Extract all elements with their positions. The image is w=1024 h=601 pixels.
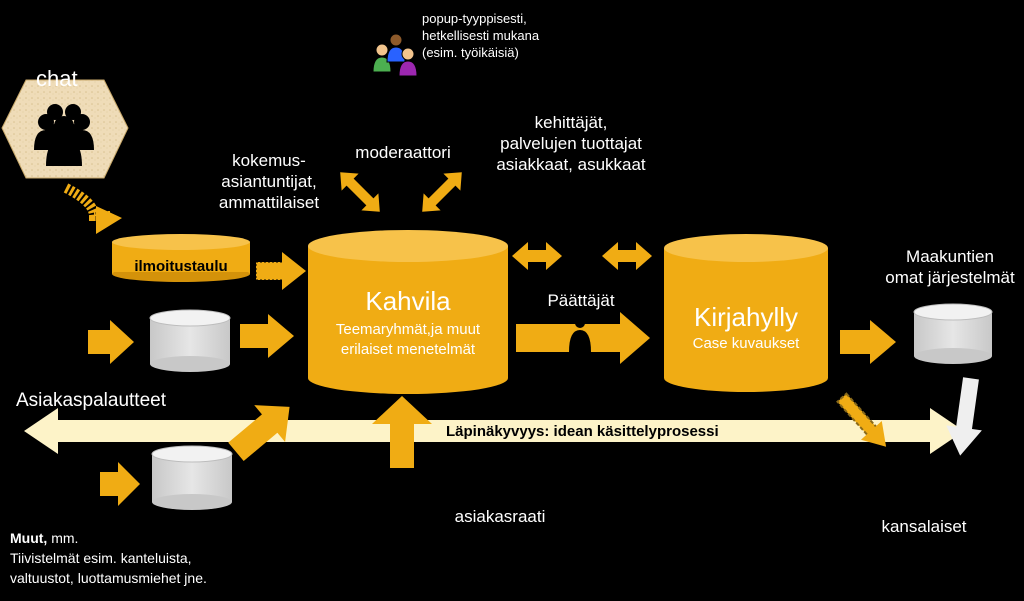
lapinakyvyys-arrow (24, 408, 964, 454)
person-icon (569, 318, 591, 352)
chat-hexagon (1, 79, 129, 179)
kehittajat-line3: asiakkaat, asukkaat (496, 155, 646, 174)
popup-label: popup-tyyppisesti, hetkellisesti mukana … (422, 10, 539, 61)
paattajat-label: Päättäjät (547, 291, 615, 310)
maakunnat-to-kansalaiset-arrow (946, 377, 982, 456)
gray-cylinder-left (149, 309, 231, 372)
kehittajat-line1: kehittäjät, (534, 113, 608, 132)
kirjahylly-cylinder (664, 234, 828, 392)
asiakaspalautteet-label: Asiakaspalautteet (16, 390, 166, 411)
kehittajat-line2: palvelujen tuottajat (500, 134, 642, 153)
kokemus-line2: asiantuntijat, (221, 172, 317, 191)
kehittajat-label: kehittäjät, palvelujen tuottajat asiakka… (478, 112, 664, 175)
bottom-to-kahvila-arrow (228, 405, 290, 462)
chat-label: chat (36, 66, 78, 91)
kirjahylly-title: Kirjahylly (693, 302, 799, 332)
kahvila-subtitle-1: Teemaryhmät,ja muut (335, 321, 481, 338)
kirjahylly-to-maakunnat-arrow (840, 320, 896, 364)
maakuntien-label: Maakuntien omat järjestelmät (880, 246, 1020, 288)
ilmoitustaulu-to-kahvila-arrow (255, 252, 306, 290)
muut-bold: Muut, (10, 530, 48, 546)
kirjahylly-subtitle: Case kuvaukset (692, 335, 800, 352)
muut-label: Muut, mm. Tiivistelmät esim. kanteluista… (10, 528, 207, 588)
popup-line3: (esim. työikäisiä) (422, 45, 519, 60)
maakuntien-line2: omat järjestelmät (885, 268, 1015, 287)
kirjahylly-double-arrow (602, 242, 652, 270)
paattajat-arrow (516, 312, 650, 364)
gray-cylinder-right (913, 303, 993, 364)
ilmoitustaulu-cylinder (112, 234, 250, 282)
kahvila-subtitle-2: erilaiset menetelmät (340, 341, 476, 358)
kansalaiset-label: kansalaiset (881, 517, 967, 536)
bottom-left-arrow (100, 462, 140, 506)
ilmoitustaulu-label: ilmoitustaulu (134, 258, 228, 275)
moderaattori-label: moderaattori (355, 143, 451, 162)
kokemus-line1: kokemus- (232, 151, 306, 170)
left-input-arrow (88, 320, 134, 364)
chat-to-ilmoitustaulu-arrow (63, 183, 122, 234)
muut-line3: valtuustot, luottamusmiehet jne. (10, 570, 207, 586)
colorful-people-icon (372, 33, 418, 77)
kahvila-title: Kahvila (365, 286, 451, 316)
gray-cylinder-bottom (151, 445, 233, 510)
group-of-people-icon (34, 104, 94, 166)
lapinakyvyys-label: Läpinäkyvyys: idean käsittelyprosessi (446, 423, 719, 440)
gray-to-kahvila-arrow (240, 314, 294, 358)
popup-line2: hetkellisesti mukana (422, 28, 540, 43)
asiakasraati-label: asiakasraati (454, 507, 546, 526)
kahvila-double-arrow (512, 242, 562, 270)
kokemus-label: kokemus- asiantuntijat, ammattilaiset (204, 150, 334, 213)
moderaattori-arrows (340, 172, 462, 212)
muut-line2: Tiivistelmät esim. kanteluista, (10, 550, 192, 566)
maakuntien-line1: Maakuntien (906, 247, 994, 266)
kokemus-line3: ammattilaiset (218, 193, 320, 212)
muut-rest: mm. (47, 530, 79, 546)
asiakasraati-arrow (372, 396, 432, 468)
kirjahylly-to-kansalaiset-arrow (836, 392, 887, 447)
popup-line1: popup-tyyppisesti, (422, 11, 527, 26)
kahvila-cylinder (308, 230, 508, 394)
